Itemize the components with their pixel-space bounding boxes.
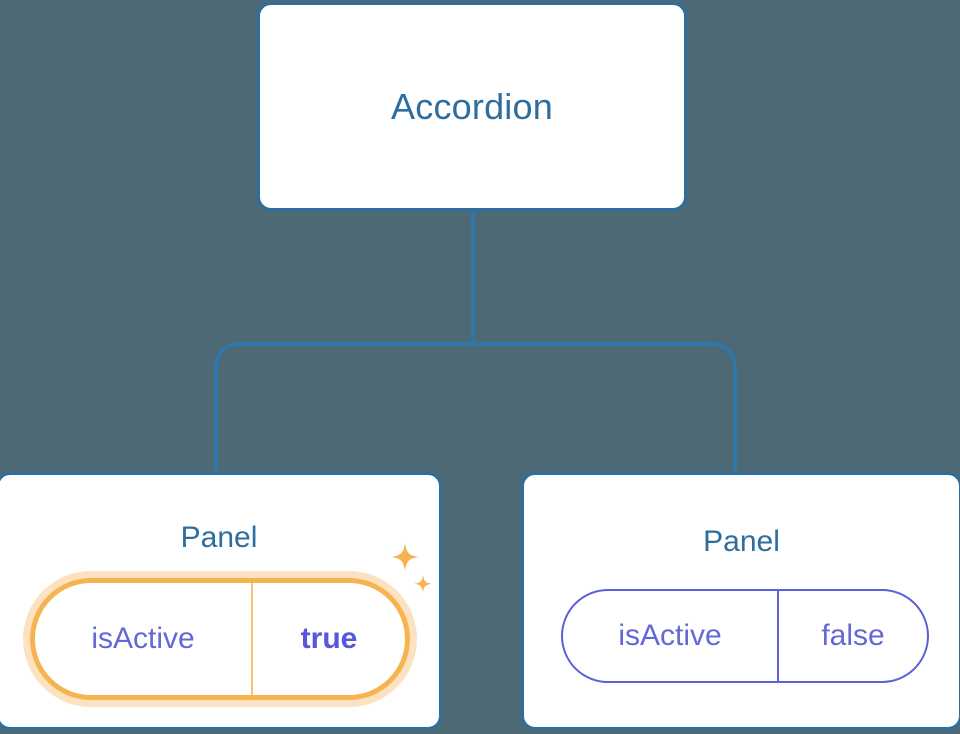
node-panel-inactive[interactable]: Panel isActive false [521,472,960,730]
node-accordion-title: Accordion [391,85,553,127]
connector-branch-bar-right [473,342,737,474]
connector-branch-bar-left [214,342,473,474]
prop-pill-divider [251,583,253,695]
prop-value-label: false [821,619,885,652]
node-panel-inactive-title: Panel [703,525,780,558]
prop-pill-is-active-false[interactable]: isActive false [561,589,929,683]
prop-pill-is-active-true[interactable]: isActive true [30,578,410,700]
prop-key-label: isActive [91,622,195,655]
node-accordion[interactable]: Accordion [257,2,687,211]
node-panel-active-title: Panel [180,521,258,554]
prop-pill-divider [777,591,779,681]
prop-key-label: isActive [618,619,722,652]
prop-value-label: true [300,622,358,655]
